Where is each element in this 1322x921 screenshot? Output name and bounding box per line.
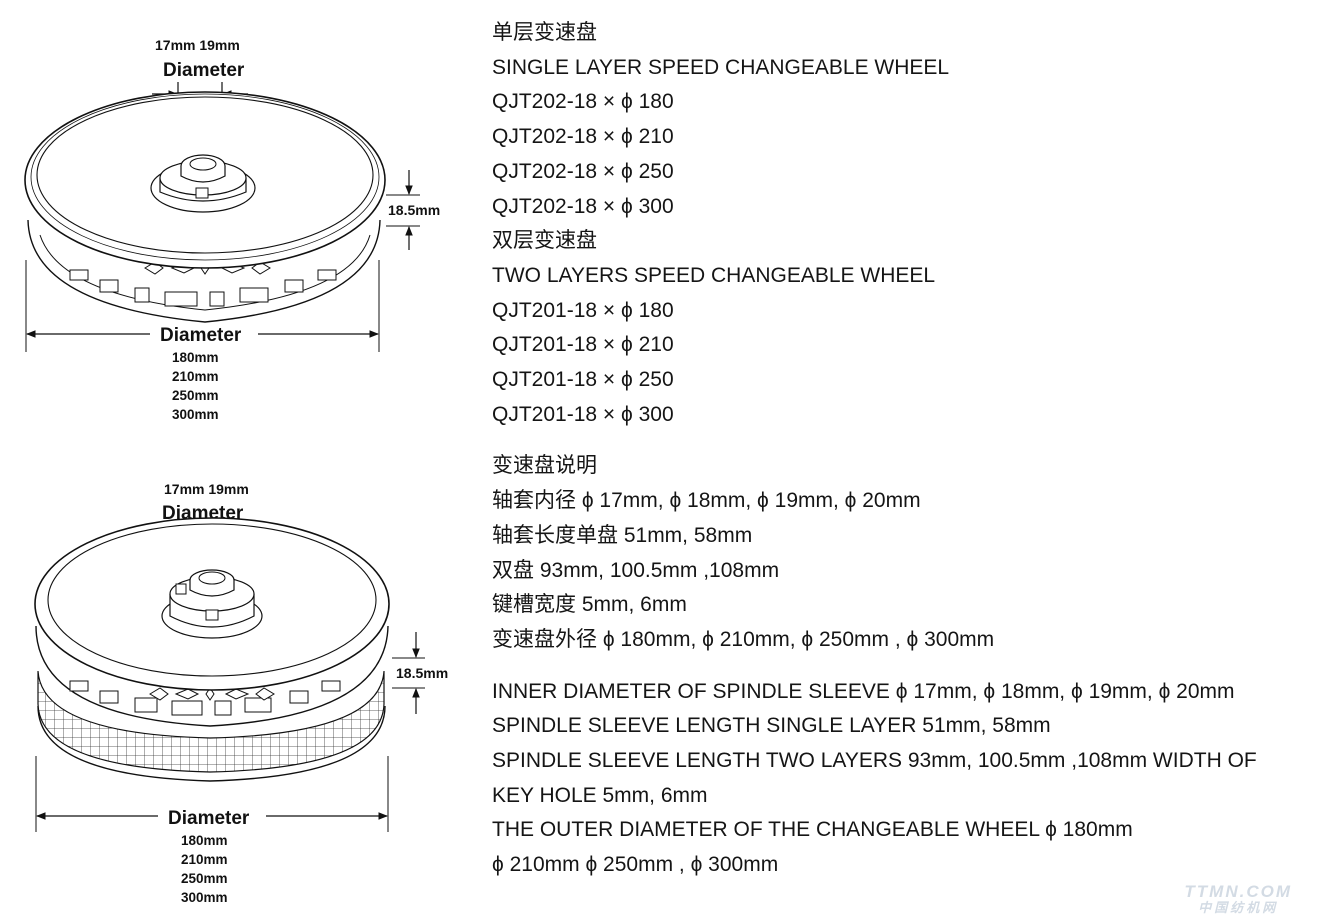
note-cn: 双盘 93mm, 100.5mm ,108mm xyxy=(492,558,780,582)
size-250: 250mm xyxy=(181,871,228,886)
single-layer-wheel-drawing: 17mm 19mm Diameter xyxy=(0,30,470,430)
double-heading-cn: 双层变速盘 xyxy=(492,229,597,253)
note-cn: 变速盘外径 ϕ 180mm, ϕ 210mm, ϕ 250mm , ϕ 300m… xyxy=(492,627,995,651)
size-300: 300mm xyxy=(172,407,219,422)
note-cn: 轴套长度单盘 51mm, 58mm xyxy=(492,523,753,547)
double-model: QJT201-18 × ϕ 210 xyxy=(492,333,674,357)
hub-size-label: 17mm 19mm xyxy=(155,37,240,53)
double-model: QJT201-18 × ϕ 250 xyxy=(492,368,674,392)
double-model: QJT201-18 × ϕ 180 xyxy=(492,298,674,322)
size-180: 180mm xyxy=(172,350,219,365)
notes-heading-cn: 变速盘说明 xyxy=(492,454,597,478)
bottom-diameter-label: Diameter xyxy=(160,325,242,346)
site-watermark: TTMN.COM 中国纺机网 xyxy=(1184,882,1292,916)
two-layer-wheel-drawing: 17mm 19mm Diameter xyxy=(0,476,470,916)
size-250: 250mm xyxy=(172,388,219,403)
size-210: 210mm xyxy=(181,852,228,867)
single-model: QJT202-18 × ϕ 210 xyxy=(492,125,674,149)
note-en: ϕ 210mm ϕ 250mm , ϕ 300mm xyxy=(492,853,779,877)
note-en: SPINDLE SLEEVE LENGTH TWO LAYERS 93mm, 1… xyxy=(492,749,1257,773)
note-en: INNER DIAMETER OF SPINDLE SLEEVE ϕ 17mm,… xyxy=(492,679,1235,703)
note-en: KEY HOLE 5mm, 6mm xyxy=(492,783,708,807)
note-cn: 轴套内径 ϕ 17mm, ϕ 18mm, ϕ 19mm, ϕ 20mm xyxy=(492,489,921,513)
thickness-label: 18.5mm xyxy=(396,665,448,681)
hub-size-label: 17mm 19mm xyxy=(164,481,249,497)
single-heading-cn: 单层变速盘 xyxy=(492,21,597,44)
single-heading-en: SINGLE LAYER SPEED CHANGEABLE WHEEL xyxy=(492,55,950,79)
size-300: 300mm xyxy=(181,890,228,905)
double-heading-en: TWO LAYERS SPEED CHANGEABLE WHEEL xyxy=(492,263,936,287)
single-model: QJT202-18 × ϕ 300 xyxy=(492,194,674,218)
double-model: QJT201-18 × ϕ 300 xyxy=(492,402,674,426)
note-en: SPINDLE SLEEVE LENGTH SINGLE LAYER 51mm,… xyxy=(492,714,1051,738)
single-wheel-figure: 17mm 19mm Diameter xyxy=(24,37,440,422)
single-model: QJT202-18 × ϕ 250 xyxy=(492,159,674,183)
double-wheel-figure: 17mm 19mm Diameter xyxy=(34,481,448,905)
size-210: 210mm xyxy=(172,369,219,384)
note-en: THE OUTER DIAMETER OF THE CHANGEABLE WHE… xyxy=(492,818,1133,842)
watermark-line-2: 中国纺机网 xyxy=(1198,900,1279,915)
single-model: QJT202-18 × ϕ 180 xyxy=(492,90,674,114)
bottom-diameter-label: Diameter xyxy=(168,808,250,829)
top-diameter-label: Diameter xyxy=(163,60,245,81)
watermark-line-1: TTMN.COM xyxy=(1184,882,1292,901)
specifications-text: 单层变速盘 SINGLE LAYER SPEED CHANGEABLE WHEE… xyxy=(492,16,1312,883)
note-cn: 键槽宽度 5mm, 6mm xyxy=(492,593,687,617)
thickness-label: 18.5mm xyxy=(388,202,440,218)
size-180: 180mm xyxy=(181,833,228,848)
